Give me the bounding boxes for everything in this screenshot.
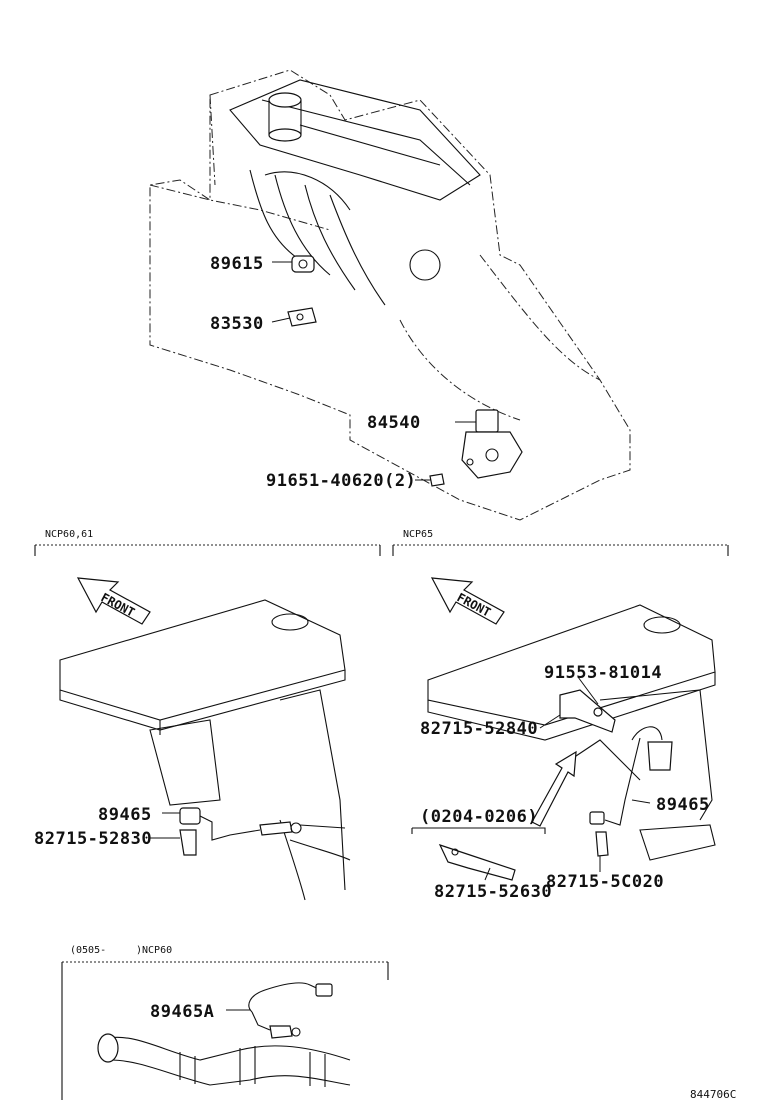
- bracket-82715-52840[interactable]: [559, 689, 616, 733]
- callout-91553-81014[interactable]: 91553-81014: [544, 663, 662, 683]
- oxygen-sensor-89465a[interactable]: [248, 982, 333, 1039]
- pointer-arrow: [531, 750, 577, 827]
- callout-date-range: (0204-0206): [420, 807, 538, 827]
- callout-83530[interactable]: 83530: [210, 314, 264, 334]
- oil-pressure-switch-83530[interactable]: [287, 307, 317, 327]
- bolt-91553-81014[interactable]: [593, 707, 603, 717]
- bracket-82715-52630[interactable]: [438, 843, 516, 881]
- section-header-ncp60-61: NCP60,61: [45, 529, 93, 540]
- bottom-header-model: )NCP60: [136, 945, 172, 956]
- callout-89615[interactable]: 89615: [210, 254, 264, 274]
- bolt-91651[interactable]: [429, 473, 445, 487]
- callout-91651[interactable]: 91651-40620(2): [266, 471, 416, 491]
- callout-82715-52840[interactable]: 82715-52840: [420, 719, 538, 739]
- front-label-right: FRONT: [455, 590, 493, 619]
- clamp-82715-5c020[interactable]: [595, 831, 609, 857]
- section-dividers: [34, 544, 729, 556]
- knock-sensor-89615[interactable]: [291, 255, 315, 273]
- callout-82715-52830[interactable]: 82715-52830: [34, 829, 152, 849]
- figure-code: 844706C: [690, 1088, 736, 1101]
- callout-82715-5c020[interactable]: 82715-5C020: [546, 872, 664, 892]
- engine-cover-right: [427, 604, 716, 861]
- section-header-ncp65: NCP65: [403, 529, 433, 540]
- callout-82715-52630[interactable]: 82715-52630: [434, 882, 552, 902]
- neutral-start-switch-84540[interactable]: [461, 409, 523, 479]
- callout-89465a[interactable]: 89465A: [150, 1002, 214, 1022]
- oxygen-sensor-89465-left[interactable]: [179, 807, 302, 841]
- bottom-header-date: (0505-: [70, 945, 106, 956]
- callout-89465-left[interactable]: 89465: [98, 805, 152, 825]
- engine-cover-left: [59, 599, 351, 901]
- callout-89465-right[interactable]: 89465: [656, 795, 710, 815]
- callout-84540[interactable]: 84540: [367, 413, 421, 433]
- exhaust-pipe: [97, 1033, 351, 1087]
- section-divider-bottom: [61, 961, 389, 1100]
- bracket-82715-52830[interactable]: [179, 829, 197, 856]
- engine-assembly: [149, 69, 631, 521]
- oxygen-sensor-89465-right[interactable]: [589, 726, 673, 826]
- front-arrow-left: FRONT: [76, 577, 151, 625]
- front-arrow-right: FRONT: [430, 577, 505, 625]
